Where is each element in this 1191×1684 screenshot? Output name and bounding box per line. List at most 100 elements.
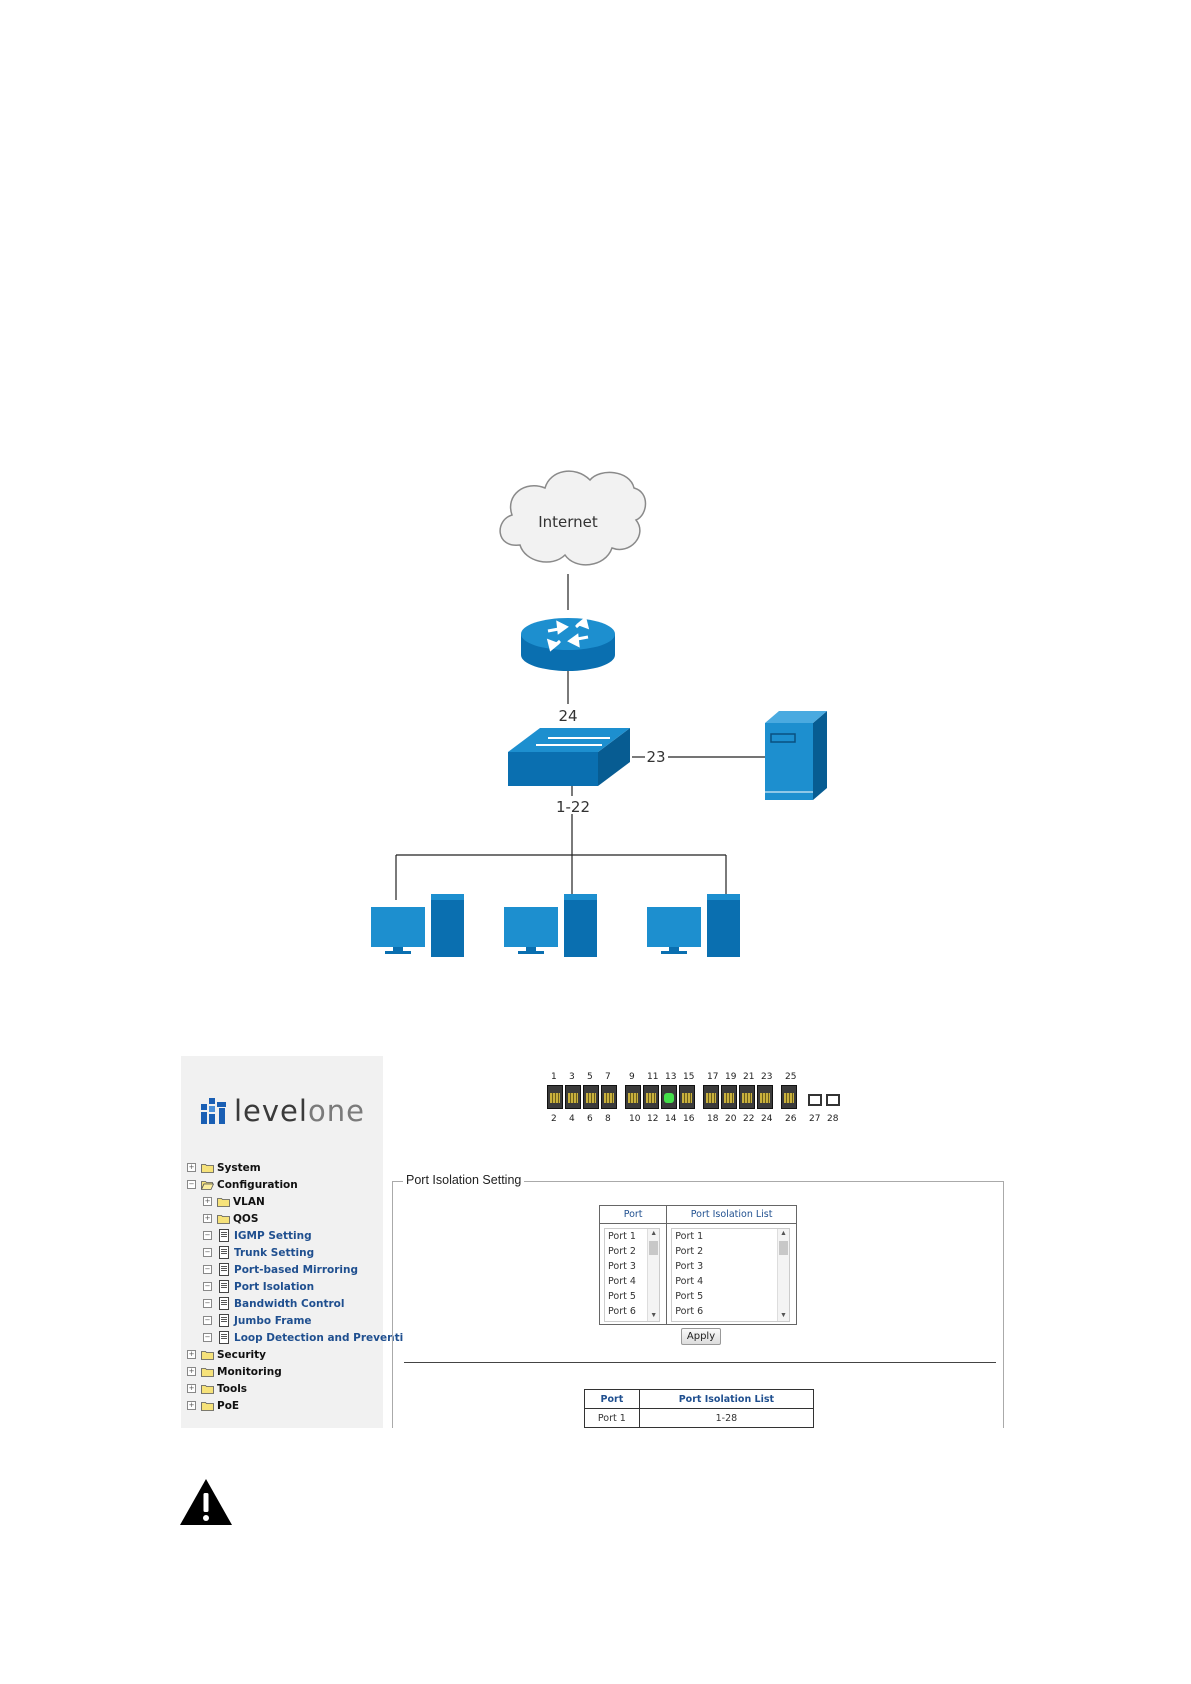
collapse-icon[interactable]: − — [203, 1282, 212, 1291]
sidebar-item[interactable]: −Trunk Setting — [187, 1244, 403, 1261]
collapse-icon[interactable]: − — [203, 1333, 212, 1342]
collapse-icon[interactable]: − — [203, 1248, 212, 1257]
sidebar-item-label: IGMP Setting — [234, 1229, 312, 1242]
expand-icon[interactable]: + — [187, 1350, 196, 1359]
expand-icon[interactable]: + — [187, 1384, 196, 1393]
sidebar-item[interactable]: − IGMP Setting — [187, 1227, 403, 1244]
sfp-port-number: 28 — [827, 1114, 839, 1124]
collapse-icon[interactable]: − — [203, 1316, 212, 1325]
scroll-down-icon[interactable]: ▼ — [650, 1312, 658, 1319]
list-option[interactable]: Port 4 — [675, 1276, 704, 1287]
page-icon — [219, 1280, 229, 1293]
list-option[interactable]: Port 5 — [608, 1291, 636, 1302]
ethernet-port[interactable] — [625, 1085, 641, 1109]
port-number-bottom: 14 — [665, 1114, 677, 1124]
port-number-top: 15 — [683, 1072, 695, 1082]
port-led — [706, 1093, 716, 1103]
ethernet-port[interactable] — [703, 1085, 719, 1109]
scroll-down-icon[interactable]: ▼ — [780, 1312, 787, 1319]
sidebar-item-label: VLAN — [233, 1195, 265, 1208]
expand-icon[interactable]: + — [187, 1367, 196, 1376]
sidebar-item[interactable]: +Tools — [187, 1380, 403, 1397]
port-number-top: 7 — [605, 1072, 611, 1082]
sidebar-item-label: Monitoring — [217, 1365, 282, 1378]
ethernet-port[interactable] — [757, 1085, 773, 1109]
port-led — [664, 1093, 674, 1103]
port-number-top: 13 — [665, 1072, 677, 1082]
sidebar-item[interactable]: − Configuration — [187, 1176, 403, 1193]
sidebar-item[interactable]: + VLAN — [187, 1193, 403, 1210]
sidebar-item[interactable]: +System — [187, 1159, 403, 1176]
ethernet-port[interactable] — [781, 1085, 797, 1109]
list-option[interactable]: Port 3 — [608, 1261, 636, 1272]
list-option[interactable]: Port 1 — [675, 1231, 704, 1242]
list-option[interactable]: Port 2 — [608, 1246, 636, 1257]
list-option[interactable]: Port 2 — [675, 1246, 704, 1257]
warning-icon — [180, 1479, 232, 1525]
expand-icon[interactable]: + — [187, 1401, 196, 1410]
levelone-logo-mark — [201, 1098, 226, 1124]
collapse-icon[interactable]: − — [203, 1231, 212, 1240]
ethernet-port[interactable] — [643, 1085, 659, 1109]
expand-icon[interactable]: + — [203, 1197, 212, 1206]
sidebar-item[interactable]: +PoE — [187, 1397, 403, 1414]
sidebar-item[interactable]: + Security — [187, 1346, 403, 1363]
sidebar-item[interactable]: −Jumbo Frame — [187, 1312, 403, 1329]
sidebar-item[interactable]: −Bandwidth Control — [187, 1295, 403, 1312]
folder-icon — [201, 1350, 214, 1360]
folder-icon — [201, 1401, 214, 1411]
ethernet-port[interactable] — [565, 1085, 581, 1109]
list-option[interactable]: Port 6 — [608, 1306, 636, 1317]
collapse-icon[interactable]: − — [187, 1180, 196, 1189]
port-number-bottom: 20 — [725, 1114, 737, 1124]
folder-icon — [217, 1214, 230, 1224]
ethernet-port[interactable] — [601, 1085, 617, 1109]
client-ports-label: 1-22 — [556, 798, 590, 816]
ethernet-port[interactable] — [547, 1085, 563, 1109]
list-option[interactable]: Port 6 — [675, 1306, 704, 1317]
sidebar-item[interactable]: −Loop Detection and Preventi — [187, 1329, 403, 1346]
collapse-icon[interactable]: − — [203, 1265, 212, 1274]
port-number-bottom: 10 — [629, 1114, 641, 1124]
cloud-label: Internet — [538, 513, 598, 531]
scroll-up-icon[interactable]: ▲ — [650, 1230, 658, 1237]
port-number-top: 5 — [587, 1072, 593, 1082]
ethernet-port[interactable] — [583, 1085, 599, 1109]
sidebar-item-label: Security — [217, 1348, 267, 1361]
collapse-icon[interactable]: − — [203, 1299, 212, 1308]
sidebar-item[interactable]: +QOS — [187, 1210, 403, 1227]
sidebar-item-label: Configuration — [217, 1178, 298, 1191]
apply-button[interactable]: Apply — [681, 1328, 721, 1345]
list-option[interactable]: Port 4 — [608, 1276, 636, 1287]
ethernet-port[interactable] — [739, 1085, 755, 1109]
workstation-icon — [371, 894, 464, 957]
cell-isolation-list: 1-28 — [638, 1408, 815, 1428]
sidebar-item[interactable]: −Port-based Mirroring — [187, 1261, 403, 1278]
ethernet-port[interactable] — [661, 1085, 677, 1109]
sfp-port[interactable] — [808, 1094, 822, 1106]
sidebar-item[interactable]: − Port Isolation — [187, 1278, 403, 1295]
scroll-up-icon[interactable]: ▲ — [780, 1230, 787, 1237]
ethernet-port[interactable] — [679, 1085, 695, 1109]
sidebar-item-label: Port Isolation — [234, 1280, 315, 1293]
port-number-top: 21 — [743, 1072, 755, 1082]
folder-icon — [201, 1367, 214, 1377]
scrollbar[interactable]: ▲▼ — [647, 1229, 660, 1321]
sfp-port[interactable] — [826, 1094, 840, 1106]
expand-icon[interactable]: + — [203, 1214, 212, 1223]
scrollbar[interactable]: ▲▼ — [777, 1229, 789, 1321]
topology-links — [395, 574, 765, 900]
cell-port: Port 2 — [584, 1427, 640, 1428]
sidebar-item[interactable]: + Monitoring — [187, 1363, 403, 1380]
expand-icon[interactable]: + — [187, 1163, 196, 1172]
ethernet-port[interactable] — [721, 1085, 737, 1109]
list-option[interactable]: Port 5 — [675, 1291, 704, 1302]
port-led — [646, 1093, 656, 1103]
port-isolation-table: Port Port Isolation List Port 11-28Port … — [584, 1389, 815, 1428]
switch-web-ui-screenshot: levelone +System−Configuration+VLAN+QOS−… — [181, 1056, 1015, 1428]
list-option[interactable]: Port 3 — [675, 1261, 704, 1272]
list-option[interactable]: Port 1 — [608, 1231, 636, 1242]
